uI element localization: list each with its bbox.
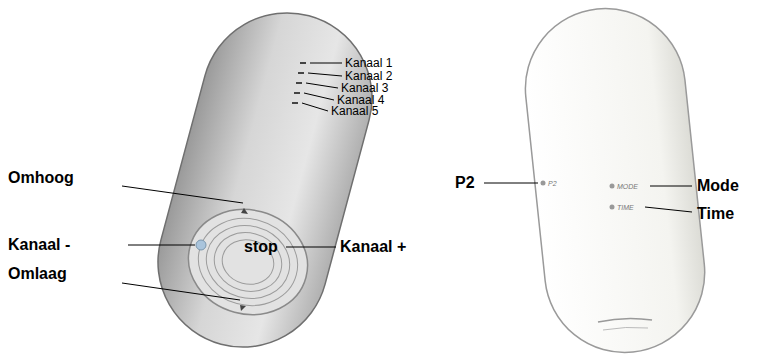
channel-label: Kanaal 2 — [345, 70, 392, 82]
button-label: Kanaal + — [340, 239, 406, 255]
channel-label: Kanaal 3 — [341, 82, 388, 94]
back-remote — [484, 1, 713, 361]
button-label: Omhoog — [8, 170, 74, 186]
channel-label: Kanaal 5 — [331, 105, 378, 117]
button-label: Omlaag — [8, 266, 67, 282]
printed-marking: TIME — [617, 204, 634, 211]
button-label: stop — [244, 239, 278, 255]
front-remote — [122, 0, 391, 362]
button-label: Mode — [697, 178, 739, 194]
printed-marking: MODE — [617, 183, 638, 190]
button-label: Time — [697, 206, 734, 222]
button-label: P2 — [455, 175, 475, 191]
printed-marking: P2 — [548, 180, 557, 187]
button-label: Kanaal - — [8, 237, 70, 253]
channel-label: Kanaal 1 — [345, 57, 392, 69]
